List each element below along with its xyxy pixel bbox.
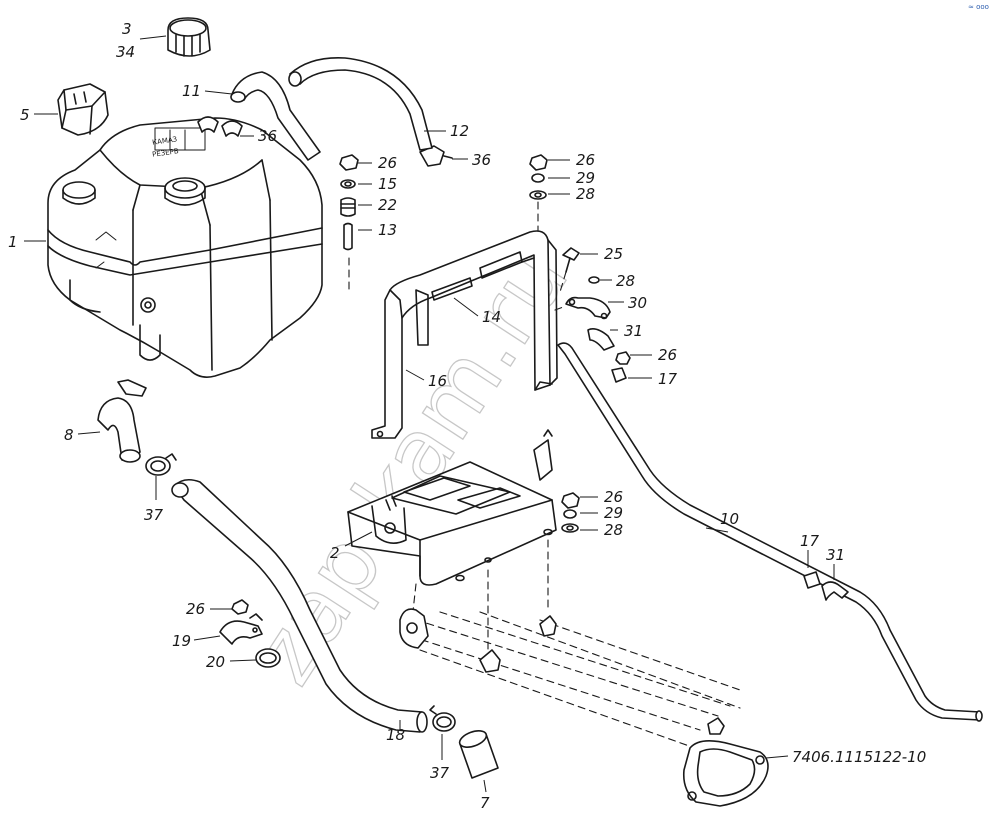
callout-15: 15 [378, 175, 397, 193]
callout-29b: 29 [604, 504, 623, 522]
leader-lines [24, 35, 835, 793]
callout-28b: 28 [616, 272, 635, 290]
valve-cap-icon [57, 83, 109, 136]
callout-28c: 28 [604, 521, 623, 539]
callout-2: 2 [330, 544, 340, 562]
clamp-36-icon [197, 116, 453, 167]
callout-1: 1 [8, 233, 18, 251]
callout-16: 16 [428, 372, 447, 390]
callout-22: 22 [378, 196, 397, 214]
callout-7: 7 [480, 794, 490, 812]
fastener-stack-right-top-icon [529, 154, 548, 236]
callout-assembly-code: 7406.1115122-10 [792, 748, 926, 766]
callout-26c: 26 [658, 346, 677, 364]
washer-28-icon [588, 276, 600, 284]
pipe-10-icon [557, 342, 983, 722]
callout-17b: 17 [800, 532, 820, 550]
bolt-25-icon [559, 247, 580, 293]
callout-34: 34 [116, 43, 135, 61]
callout-28a: 28 [576, 185, 595, 203]
support-bracket-icon [371, 230, 558, 439]
hose-elbow-8-icon [97, 379, 147, 463]
callout-3: 3 [122, 20, 132, 38]
tank-emboss-1: КАМАЗ [152, 135, 178, 146]
callout-36b: 36 [472, 151, 491, 169]
clamp-37-left-icon [145, 453, 177, 476]
callout-25: 25 [604, 245, 623, 263]
hose-elbow-11-icon [230, 71, 321, 161]
hose-18-icon [171, 478, 428, 733]
tank-emboss-2: РЕЗЕРВ [152, 147, 180, 159]
callout-labels: 3 34 5 11 36 12 36 1 26 15 22 13 26 29 2… [8, 20, 926, 812]
sleeve-7-icon [458, 730, 499, 779]
callout-8: 8 [64, 426, 74, 444]
manifold-assembly-icon [399, 608, 769, 807]
mounting-plate-2-icon [347, 429, 557, 651]
sleeve-17-icon [803, 571, 821, 589]
corner-logo: ≈ ooo [968, 3, 989, 11]
callout-12: 12 [450, 122, 469, 140]
callout-13: 13 [378, 221, 397, 239]
fastener-stack-left-icon [339, 154, 359, 291]
callout-20: 20 [206, 653, 225, 671]
clamp-37-bottom-icon [429, 705, 456, 732]
callout-11: 11 [182, 82, 201, 100]
callout-31a: 31 [624, 322, 643, 340]
callout-29a: 29 [576, 169, 595, 187]
callout-36a: 36 [258, 127, 277, 145]
clip-30-31-icon [554, 296, 631, 383]
callout-31b: 31 [826, 546, 845, 564]
callout-26b: 26 [576, 151, 595, 169]
hose-12-icon [288, 57, 433, 151]
callout-26e: 26 [186, 600, 205, 618]
callout-37b: 37 [430, 764, 450, 782]
callout-14: 14 [482, 308, 501, 326]
callout-26d: 26 [604, 488, 623, 506]
callout-30: 30 [628, 294, 647, 312]
filler-cap-icon [167, 17, 211, 57]
callout-5: 5 [20, 106, 30, 124]
fastener-stack-right-bottom-icon [561, 492, 580, 533]
callout-37a: 37 [144, 506, 164, 524]
callout-17a: 17 [658, 370, 678, 388]
callout-26a: 26 [378, 154, 397, 172]
clamp-31-icon [821, 581, 849, 601]
clamp-19-20-icon [219, 599, 281, 668]
callout-10: 10 [720, 510, 739, 528]
callout-19: 19 [172, 632, 191, 650]
expansion-tank-icon [47, 117, 323, 378]
callout-18: 18 [386, 726, 405, 744]
